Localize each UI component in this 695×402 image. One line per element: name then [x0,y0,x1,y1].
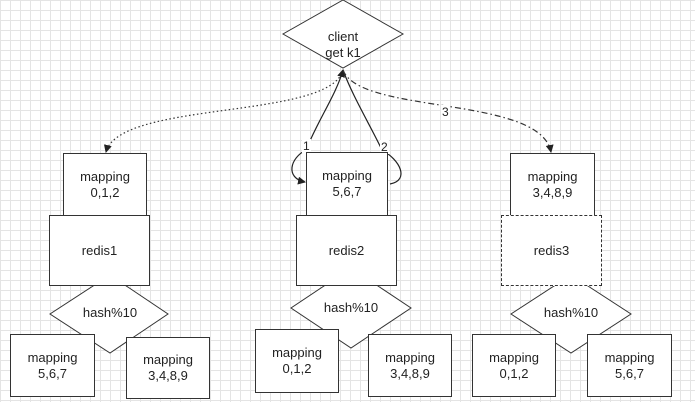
redis-label: redis3 [533,242,570,258]
bucket-label: mapping 0,1,2 [272,345,322,376]
bucket-box-2-right: mapping 3,4,8,9 [368,334,452,397]
redis-label: redis2 [328,242,365,258]
redis1-box: redis1 [49,215,150,286]
hash-diamond-1 [49,274,169,354]
client-diamond [281,0,405,69]
edge-step2 [342,69,383,151]
edge-label-1: 1 [302,139,311,153]
bucket-box-3-right: mapping 5,6,7 [587,334,672,397]
edge-step1 [305,69,345,151]
bucket-box-2-left: mapping 0,1,2 [255,329,339,393]
mapping-label: mapping 5,6,7 [322,168,372,199]
bucket-label: mapping 0,1,2 [489,349,539,381]
bucket-box-1-right: mapping 3,4,8,9 [126,337,210,399]
hash-diamond-2 [290,267,412,349]
bucket-label: mapping 3,4,8,9 [385,349,435,381]
bucket-box-1-left: mapping 5,6,7 [10,334,95,397]
mapping-box-redis2: mapping 5,6,7 [306,152,388,216]
redis2-box: redis2 [296,215,397,286]
redis-label: redis1 [81,242,118,258]
edge-label-2: 2 [380,140,389,154]
bucket-label: mapping 3,4,8,9 [143,352,193,383]
bucket-box-3-left: mapping 0,1,2 [472,334,556,397]
edge-client-to-mapping1 [103,69,344,153]
hash-diamond-3 [510,274,632,354]
bucket-label: mapping 5,6,7 [27,349,78,381]
edge-label-3: 3 [441,105,450,119]
mapping-label: mapping 3,4,8,9 [527,168,578,200]
mapping-label: mapping 0,1,2 [80,168,130,200]
redis3-box: redis3 [501,215,602,286]
mapping-box-redis3: mapping 3,4,8,9 [510,153,595,216]
bucket-label: mapping 5,6,7 [604,349,655,381]
edge-loop-left [291,149,307,185]
mapping-box-redis1: mapping 0,1,2 [63,153,147,216]
